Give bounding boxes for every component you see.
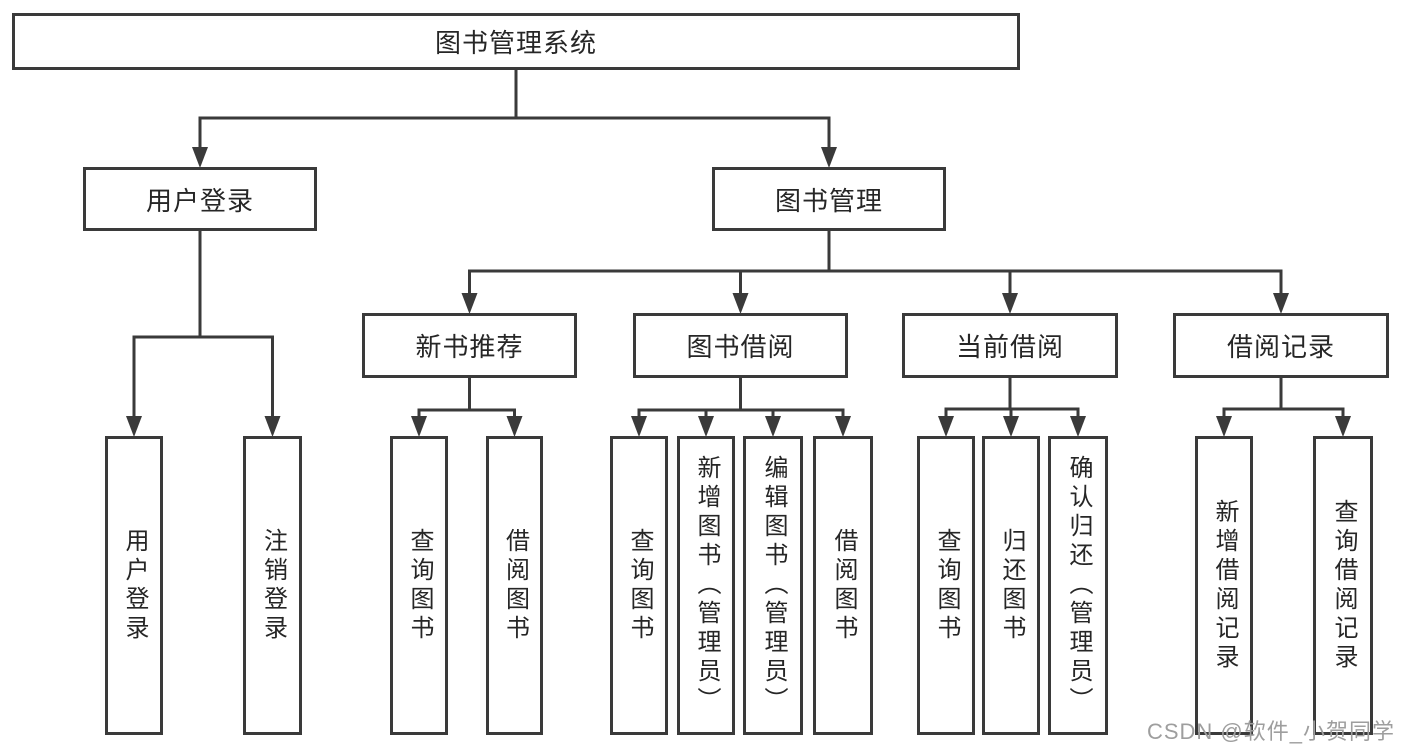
node-label-book-borrow: 图书借阅 — [686, 332, 795, 362]
node-label-borrow-records: 借阅记录 — [1226, 332, 1335, 362]
arrowhead-icon — [1002, 293, 1018, 314]
node-label-query-book-2: 查询图书 — [626, 527, 653, 644]
node-borrow-book-1: 借阅图书 — [486, 436, 543, 735]
arrowhead-icon — [698, 416, 714, 437]
node-label-borrow-book-1: 借阅图书 — [501, 527, 529, 644]
arrowhead-icon — [506, 416, 523, 437]
node-query-book-3: 查询图书 — [917, 436, 975, 735]
arrowhead-icon — [1003, 416, 1019, 437]
node-label-return-book: 归还图书 — [998, 527, 1025, 644]
node-label-login-v: 用户登录 — [121, 527, 148, 644]
node-label-query-book-1: 查询图书 — [406, 527, 433, 644]
node-user-login: 用户登录 — [83, 167, 317, 231]
node-label-edit-book: 编辑图书（管理员） — [760, 455, 787, 716]
node-edit-book: 编辑图书（管理员） — [743, 436, 803, 735]
node-label-user-login: 用户登录 — [145, 185, 254, 216]
node-label-current-borrow: 当前借阅 — [955, 332, 1064, 362]
node-borrow-records: 借阅记录 — [1173, 313, 1389, 378]
arrowhead-icon — [631, 416, 647, 437]
node-label-add-borrow-record: 新增借阅记录 — [1211, 498, 1238, 673]
arrowhead-icon — [1216, 416, 1232, 437]
node-label-book-mgmt: 图书管理 — [774, 185, 883, 216]
node-login-v: 用户登录 — [105, 436, 163, 735]
node-query-borrow-record: 查询借阅记录 — [1313, 436, 1373, 735]
node-return-book: 归还图书 — [982, 436, 1040, 735]
arrowhead-icon — [835, 416, 851, 437]
arrowhead-icon — [765, 416, 781, 437]
node-label-borrow-book-2: 借阅图书 — [830, 527, 857, 644]
arrowhead-icon — [938, 416, 954, 437]
node-label-query-borrow-record: 查询借阅记录 — [1330, 498, 1357, 673]
node-query-book-2: 查询图书 — [610, 436, 668, 735]
arrowhead-icon — [821, 147, 837, 168]
arrowhead-icon — [192, 147, 208, 168]
node-label-add-book: 新增图书（管理员） — [693, 455, 720, 716]
node-label-root: 图书管理系统 — [434, 28, 597, 58]
node-query-book-1: 查询图书 — [390, 436, 448, 735]
node-label-new-book-rec: 新书推荐 — [415, 332, 524, 362]
arrowhead-icon — [411, 416, 427, 437]
arrowhead-icon — [1070, 416, 1086, 437]
node-add-borrow-record: 新增借阅记录 — [1195, 436, 1253, 735]
node-root: 图书管理系统 — [12, 13, 1020, 70]
node-book-mgmt: 图书管理 — [712, 167, 946, 231]
arrowhead-icon — [1273, 293, 1289, 314]
arrowhead-icon — [126, 416, 142, 437]
node-borrow-book-2: 借阅图书 — [813, 436, 873, 735]
node-new-book-rec: 新书推荐 — [362, 313, 577, 378]
node-label-logout-v: 注销登录 — [259, 527, 287, 644]
node-label-query-book-3: 查询图书 — [933, 527, 960, 644]
arrowhead-icon — [1335, 416, 1351, 437]
watermark-text: CSDN @软件_小贺同学 — [1146, 719, 1395, 744]
arrowhead-icon — [732, 293, 749, 314]
node-label-confirm-return: 确认归还（管理员） — [1065, 455, 1092, 716]
arrowhead-icon — [264, 416, 281, 437]
arrowhead-icon — [461, 293, 478, 314]
node-book-borrow: 图书借阅 — [633, 313, 848, 378]
node-confirm-return: 确认归还（管理员） — [1048, 436, 1108, 735]
node-logout-v: 注销登录 — [243, 436, 302, 735]
node-current-borrow: 当前借阅 — [902, 313, 1118, 378]
node-add-book: 新增图书（管理员） — [677, 436, 735, 735]
